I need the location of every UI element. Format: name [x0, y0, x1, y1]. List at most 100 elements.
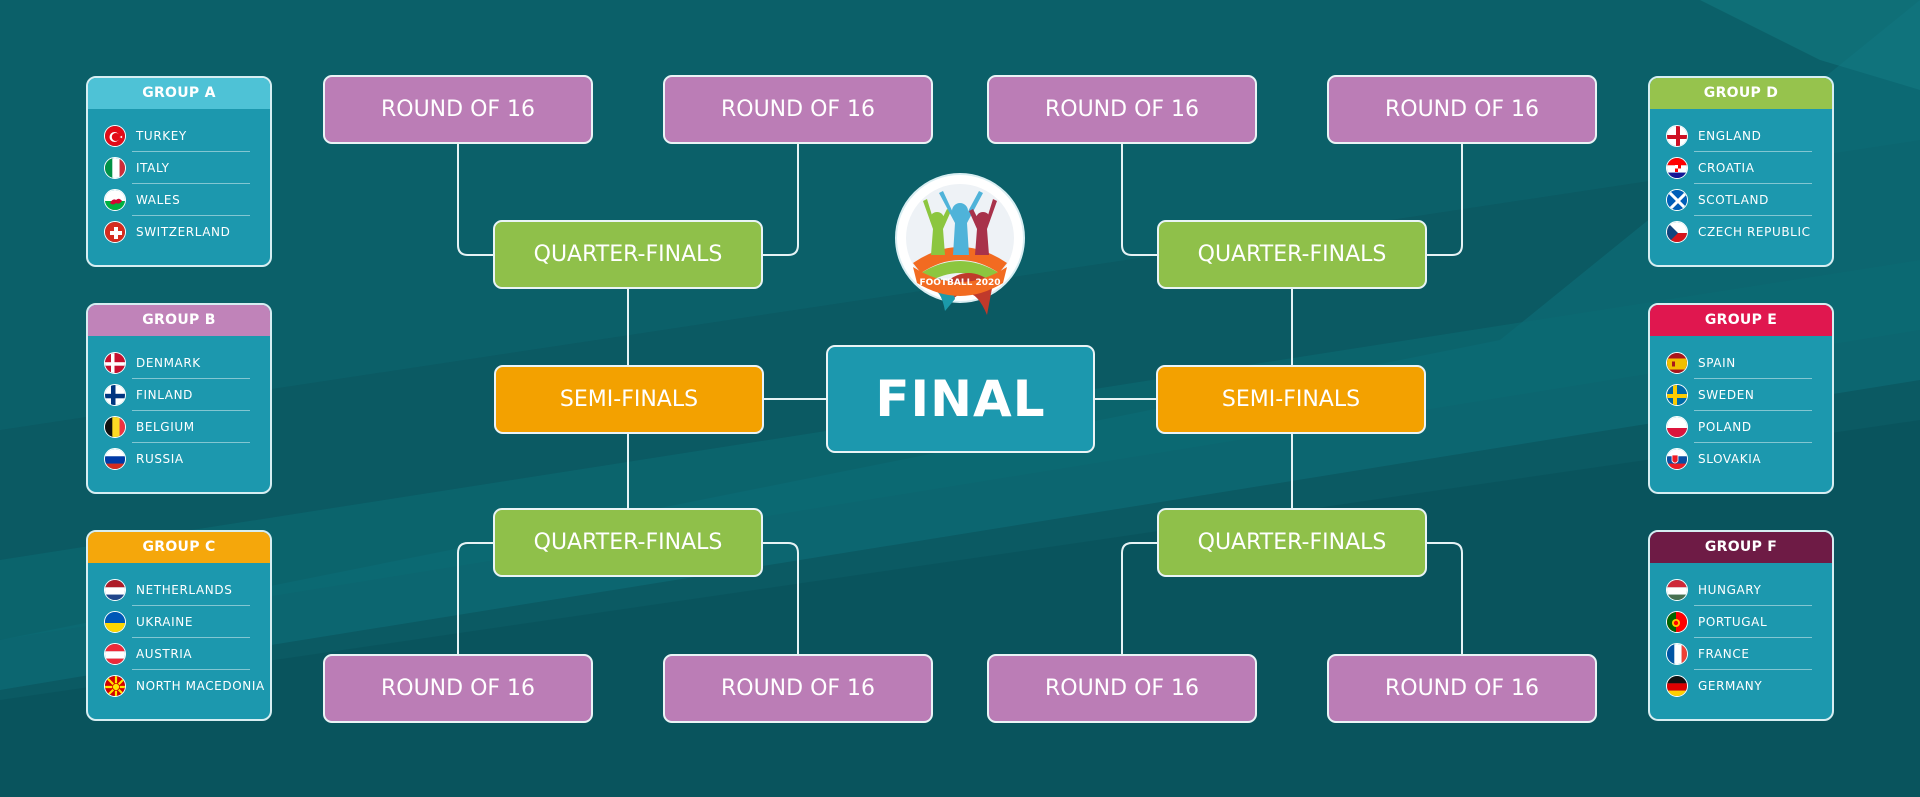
team-name: UKRAINE [136, 615, 194, 629]
round-of-16-box-3: ROUND OF 16 [987, 75, 1257, 144]
team-name: DENMARK [136, 356, 201, 370]
round-of-16-box-8: ROUND OF 16 [1327, 654, 1597, 723]
list-item: SPAIN [1650, 347, 1832, 379]
quarter-finals-box-3: QUARTER-FINALS [493, 508, 763, 577]
list-item: WALES [88, 184, 270, 216]
team-name: FRANCE [1698, 647, 1750, 661]
list-item: DENMARK [88, 347, 270, 379]
list-item: SWITZERLAND [88, 216, 270, 248]
team-name: NETHERLANDS [136, 583, 233, 597]
group-header: GROUP E [1650, 305, 1832, 336]
denmark-flag-icon [104, 352, 126, 374]
team-list: DENMARK FINLAND BELGIUM RUSSIA [88, 336, 270, 475]
quarter-finals-box-1: QUARTER-FINALS [493, 220, 763, 289]
team-name: BELGIUM [136, 420, 195, 434]
list-item: SWEDEN [1650, 379, 1832, 411]
group-card-e: GROUP E SPAIN SWEDEN POLAND SLOVAKIA [1648, 303, 1834, 494]
team-list: NETHERLANDS UKRAINE AUSTRIA NORTH MACEDO… [88, 563, 270, 702]
france-flag-icon [1666, 643, 1688, 665]
england-flag-icon [1666, 125, 1688, 147]
round-of-16-box-1: ROUND OF 16 [323, 75, 593, 144]
group-header: GROUP B [88, 305, 270, 336]
list-item: SCOTLAND [1650, 184, 1832, 216]
north-macedonia-flag-icon [104, 675, 126, 697]
group-header: GROUP F [1650, 532, 1832, 563]
list-item: NORTH MACEDONIA [88, 670, 270, 702]
list-item: PORTUGAL [1650, 606, 1832, 638]
team-name: CROATIA [1698, 161, 1755, 175]
team-name: SCOTLAND [1698, 193, 1769, 207]
semi-finals-box-left: SEMI-FINALS [494, 365, 764, 434]
round-of-16-box-4: ROUND OF 16 [1327, 75, 1597, 144]
team-name: POLAND [1698, 420, 1752, 434]
team-name: GERMANY [1698, 679, 1763, 693]
team-name: SWEDEN [1698, 388, 1755, 402]
group-card-b: GROUP B DENMARK FINLAND BELGIUM RUSSIA [86, 303, 272, 494]
list-item: ITALY [88, 152, 270, 184]
team-list: ENGLAND CROATIA SCOTLAND CZECH REPUBLIC [1650, 109, 1832, 248]
quarter-finals-box-4: QUARTER-FINALS [1157, 508, 1427, 577]
list-item: HUNGARY [1650, 574, 1832, 606]
belgium-flag-icon [104, 416, 126, 438]
team-name: PORTUGAL [1698, 615, 1768, 629]
list-item: TURKEY [88, 120, 270, 152]
team-name: HUNGARY [1698, 583, 1762, 597]
team-name: CZECH REPUBLIC [1698, 225, 1811, 239]
italy-flag-icon [104, 157, 126, 179]
logo-text: FOOTBALL 2020 [919, 278, 1000, 288]
football-2020-emblem-icon: FOOTBALL 2020 [895, 173, 1025, 315]
quarter-finals-box-2: QUARTER-FINALS [1157, 220, 1427, 289]
group-card-c: GROUP C NETHERLANDS UKRAINE AUSTRIA NORT… [86, 530, 272, 721]
croatia-flag-icon [1666, 157, 1688, 179]
team-list: SPAIN SWEDEN POLAND SLOVAKIA [1650, 336, 1832, 475]
list-item: UKRAINE [88, 606, 270, 638]
list-item: SLOVAKIA [1650, 443, 1832, 475]
list-item: RUSSIA [88, 443, 270, 475]
team-name: RUSSIA [136, 452, 184, 466]
team-name: ENGLAND [1698, 129, 1762, 143]
list-item: CROATIA [1650, 152, 1832, 184]
team-name: SPAIN [1698, 356, 1736, 370]
round-of-16-box-6: ROUND OF 16 [663, 654, 933, 723]
germany-flag-icon [1666, 675, 1688, 697]
list-item: GERMANY [1650, 670, 1832, 702]
team-name: WALES [136, 193, 181, 207]
hungary-flag-icon [1666, 579, 1688, 601]
turkey-flag-icon [104, 125, 126, 147]
team-name: SWITZERLAND [136, 225, 231, 239]
team-name: AUSTRIA [136, 647, 193, 661]
russia-flag-icon [104, 448, 126, 470]
list-item: NETHERLANDS [88, 574, 270, 606]
list-item: CZECH REPUBLIC [1650, 216, 1832, 248]
list-item: AUSTRIA [88, 638, 270, 670]
team-list: HUNGARY PORTUGAL FRANCE GERMANY [1650, 563, 1832, 702]
group-header: GROUP A [88, 78, 270, 109]
czech-republic-flag-icon [1666, 221, 1688, 243]
semi-finals-box-right: SEMI-FINALS [1156, 365, 1426, 434]
team-name: ITALY [136, 161, 170, 175]
netherlands-flag-icon [104, 579, 126, 601]
group-card-f: GROUP F HUNGARY PORTUGAL FRANCE GERMANY [1648, 530, 1834, 721]
switzerland-flag-icon [104, 221, 126, 243]
list-item: BELGIUM [88, 411, 270, 443]
team-name: FINLAND [136, 388, 194, 402]
list-item: POLAND [1650, 411, 1832, 443]
scotland-flag-icon [1666, 189, 1688, 211]
poland-flag-icon [1666, 416, 1688, 438]
ukraine-flag-icon [104, 611, 126, 633]
team-name: NORTH MACEDONIA [136, 679, 265, 693]
list-item: FRANCE [1650, 638, 1832, 670]
group-header: GROUP C [88, 532, 270, 563]
round-of-16-box-7: ROUND OF 16 [987, 654, 1257, 723]
team-name: TURKEY [136, 129, 187, 143]
round-of-16-box-2: ROUND OF 16 [663, 75, 933, 144]
final-box: FINAL [826, 345, 1095, 453]
group-card-a: GROUP A TURKEY ITALY WALES SWITZERLAND [86, 76, 272, 267]
spain-flag-icon [1666, 352, 1688, 374]
wales-flag-icon [104, 189, 126, 211]
sweden-flag-icon [1666, 384, 1688, 406]
group-header: GROUP D [1650, 78, 1832, 109]
round-of-16-box-5: ROUND OF 16 [323, 654, 593, 723]
team-name: SLOVAKIA [1698, 452, 1762, 466]
